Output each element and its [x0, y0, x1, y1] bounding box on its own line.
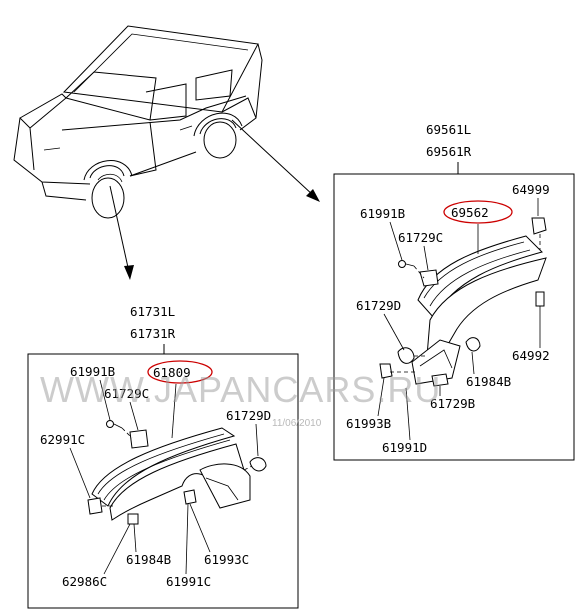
assembly-part-number: 61731L — [130, 304, 175, 319]
callout-label: 61729C — [104, 386, 149, 401]
callout-label: 61993B — [346, 416, 391, 431]
front-fender-drawing — [87, 420, 267, 525]
callout-label: 61729C — [398, 230, 443, 245]
front-fender-box — [27, 353, 299, 609]
highlighted-part-label: 61809 — [153, 365, 191, 380]
vehicle-illustration — [13, 25, 263, 219]
callout-label: 62991C — [40, 432, 85, 447]
watermark-text: WWW.JAPANCARS.RU — [40, 369, 441, 410]
arrow-head-icon — [306, 189, 320, 202]
callout-label: 61991B — [360, 206, 405, 221]
rear-fender-box — [333, 173, 575, 461]
callout-label: 62986C — [62, 574, 107, 589]
callout-label: 61993C — [204, 552, 249, 567]
assembly-part-number: 69561R — [426, 144, 472, 159]
arrow-head-icon — [124, 265, 134, 280]
callout-label: 61984B — [126, 552, 171, 567]
callout-label: 61729D — [356, 298, 401, 313]
highlight-ellipse — [147, 360, 213, 384]
assembly-part-number: 69561L — [426, 122, 471, 137]
callout-label: 61991B — [70, 364, 115, 379]
watermark-date: 11/06/2010 — [272, 418, 322, 429]
callout-label: 64992 — [512, 348, 550, 363]
highlight-ellipse — [443, 200, 513, 224]
callout-label: 61991D — [382, 440, 427, 455]
assembly-part-number: 61731R — [130, 326, 176, 341]
callout-label: 61729D — [226, 408, 271, 423]
callout-label: 61991C — [166, 574, 211, 589]
callout-label: 61984B — [466, 374, 511, 389]
left-box-callouts: 61991B 61809 61729C 61729D 62991C 61984B… — [40, 360, 271, 589]
callout-label: 61729B — [430, 396, 475, 411]
callout-label: 64999 — [512, 182, 550, 197]
pointer-arrows — [109, 119, 320, 280]
rear-fender-drawing — [379, 217, 547, 387]
highlighted-part-label: 69562 — [451, 205, 489, 220]
right-box-callouts: 64999 61991B 69562 61729C 61729D 64992 6… — [346, 182, 550, 455]
